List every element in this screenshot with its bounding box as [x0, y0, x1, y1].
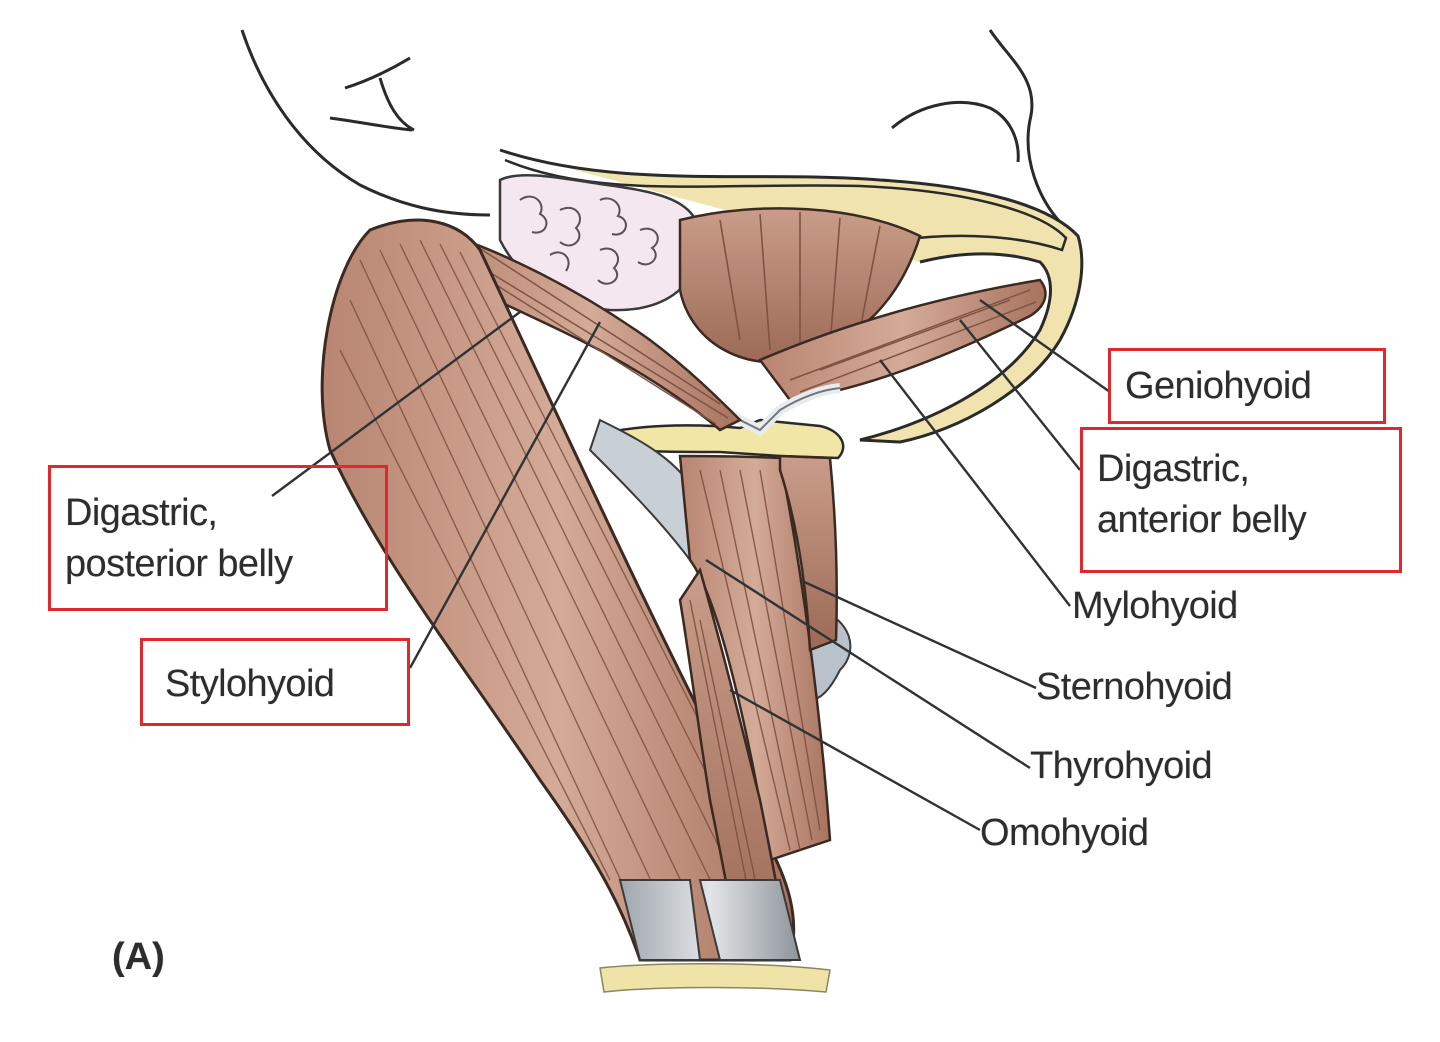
panel-label: (A)	[112, 936, 165, 978]
label-digastric-posterior-line1: Digastric,	[65, 492, 218, 534]
thyrohyoid	[778, 454, 838, 652]
label-digastric-posterior-belly: Digastric, posterior belly	[48, 465, 388, 611]
submandibular-gland	[498, 174, 702, 312]
label-stylohyoid-text: Stylohyoid	[165, 663, 335, 705]
digastric-anterior-fibres	[789, 289, 1037, 393]
label-digastric-anterior-line1: Digastric,	[1097, 448, 1250, 490]
label-digastric-posterior-line2: posterior belly	[65, 543, 293, 586]
label-geniohyoid-text: Geniohyoid	[1125, 365, 1312, 407]
mandible	[499, 148, 1084, 444]
sternohyoid	[678, 454, 832, 862]
label-thyrohyoid: Thyrohyoid	[1030, 745, 1213, 787]
head-outline	[240, 29, 1062, 224]
digastric-posterior-belly	[438, 230, 743, 432]
label-mylohyoid: Mylohyoid	[1072, 585, 1238, 627]
label-digastric-anterior-belly: Digastric, anterior belly	[1080, 427, 1402, 573]
lower-tendons	[618, 879, 802, 961]
label-omohyoid: Omohyoid	[980, 812, 1149, 854]
label-sternohyoid: Sternohyoid	[1036, 666, 1233, 708]
label-digastric-anterior-line2: anterior belly	[1097, 499, 1307, 542]
label-geniohyoid: Geniohyoid	[1108, 348, 1386, 424]
label-stylohyoid: Stylohyoid	[140, 638, 410, 726]
clavicle-base	[599, 962, 831, 993]
mylohyoid-fibres	[719, 212, 881, 352]
